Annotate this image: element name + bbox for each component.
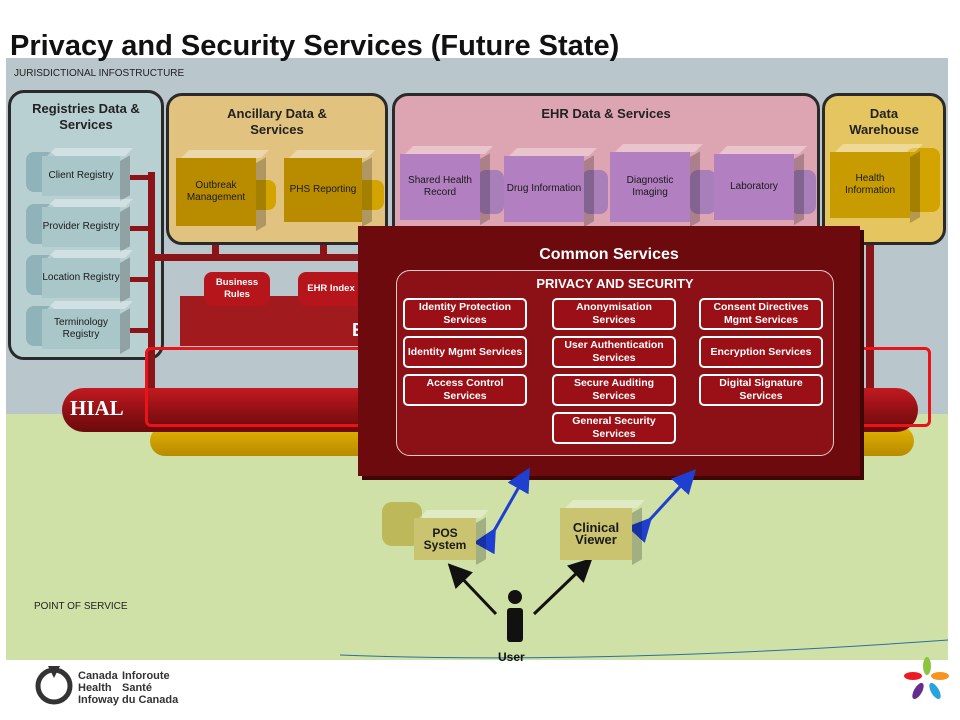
consent-directives-services: Consent Directives Mgmt Services — [699, 298, 823, 330]
user-viewer-arrow — [532, 557, 593, 616]
registries-title: Registries Data & Services — [32, 101, 140, 132]
client-registry-box: Client Registry — [42, 156, 120, 196]
ehr-title: EHR Data & Services — [541, 106, 671, 121]
logo-fr-0: Inforoute — [122, 670, 170, 682]
flower-icon — [904, 657, 949, 700]
user-icon — [507, 590, 523, 642]
general-security-services: General Security Services — [552, 412, 676, 444]
logo-fr-1: Santé — [122, 682, 152, 694]
privacy-security-title: PRIVACY AND SECURITY — [536, 276, 694, 291]
outbreak-management-box: Outbreak Management — [176, 158, 256, 226]
connector — [130, 277, 152, 282]
user-authentication-services: User Authentication Services — [552, 336, 676, 368]
connector — [130, 226, 152, 231]
logo-en-0: Canada — [78, 670, 118, 682]
connector — [148, 172, 155, 392]
provider-registry-box: Provider Registry — [42, 207, 120, 247]
warehouse-title: Data Warehouse — [849, 106, 919, 137]
anonymisation-services: Anonymisation Services — [552, 298, 676, 330]
shared-health-record-box: Shared Health Record — [400, 154, 480, 220]
logo-fr-2: du Canada — [122, 694, 179, 706]
logo-french: Inforoute Santé du Canada — [122, 670, 178, 706]
page-title: Privacy and Security Services (Future St… — [10, 30, 620, 62]
user-label: User — [498, 650, 525, 664]
viewer-arrow — [627, 469, 697, 543]
user-pos-arrow — [447, 563, 498, 616]
terminology-registry-box: Terminology Registry — [42, 309, 120, 349]
business-rules-cylinder: Business Rules — [204, 272, 270, 306]
laboratory-box: Laboratory — [714, 154, 794, 220]
digital-signature-services: Digital Signature Services — [699, 374, 823, 406]
connector — [130, 175, 152, 180]
common-services-title: Common Services — [539, 246, 679, 263]
encryption-services: Encryption Services — [699, 336, 823, 368]
diagnostic-imaging-box: Diagnostic Imaging — [610, 152, 690, 222]
logo-english: Canada Health Infoway — [78, 670, 119, 706]
health-information-box: Health Information — [830, 152, 910, 218]
jurisdictional-label: JURISDICTIONAL INFOSTRUCTURE — [14, 68, 185, 79]
pos-system-box: POS System — [414, 518, 476, 560]
connector — [130, 328, 152, 333]
drug-information-box: Drug Information — [504, 156, 584, 222]
hial-label: HIAL — [70, 396, 124, 420]
identity-mgmt-services: Identity Mgmt Services — [403, 336, 527, 368]
connector — [148, 254, 363, 261]
access-control-services: Access Control Services — [403, 374, 527, 406]
pos-bottom-curve — [339, 639, 949, 659]
connector — [866, 220, 874, 392]
infoway-logo-icon — [35, 666, 73, 705]
identity-protection-services: Identity Protection Services — [403, 298, 527, 330]
location-registry-box: Location Registry — [42, 258, 120, 298]
ehr-index-cylinder: EHR Index — [298, 272, 364, 306]
logo-en-2: Infoway — [78, 694, 119, 706]
clinical-viewer-box: Clinical Viewer — [560, 508, 632, 560]
point-of-service-label: POINT OF SERVICE — [34, 601, 128, 612]
phs-reporting-box: PHS Reporting — [284, 158, 362, 222]
ancillary-title: Ancillary Data & Services — [227, 106, 327, 137]
logo-en-1: Health — [78, 682, 112, 694]
secure-auditing-services: Secure Auditing Services — [552, 374, 676, 406]
pos-arrow — [473, 467, 530, 555]
